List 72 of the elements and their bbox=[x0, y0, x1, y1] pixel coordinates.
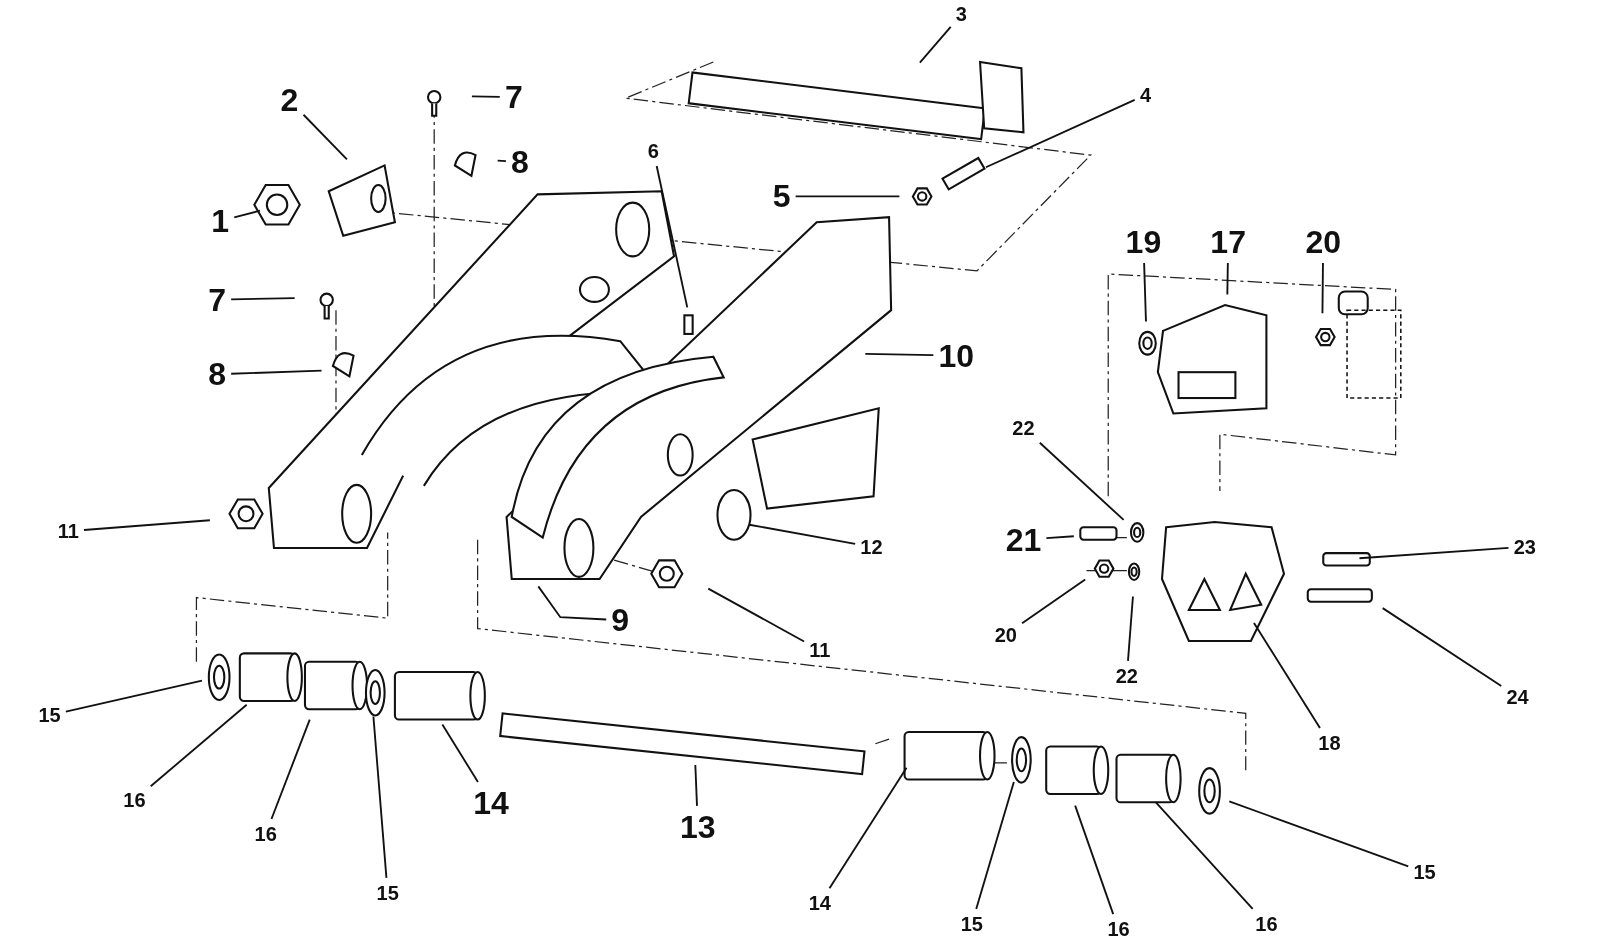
callout-number: 19 bbox=[1125, 225, 1162, 258]
leader-line bbox=[233, 209, 261, 219]
leader-line bbox=[1381, 607, 1503, 687]
leader-line bbox=[1321, 262, 1324, 315]
callout-number: 8 bbox=[208, 358, 226, 391]
leader-line bbox=[975, 781, 1015, 910]
leader-line bbox=[655, 165, 689, 309]
leader-line bbox=[372, 715, 388, 879]
leader-line bbox=[1143, 262, 1147, 323]
leader-line bbox=[828, 766, 908, 890]
callout-number: 12 bbox=[860, 536, 883, 557]
leader-line bbox=[1253, 622, 1321, 729]
leader-line bbox=[1228, 800, 1410, 868]
leader-line bbox=[985, 98, 1136, 169]
leader-line bbox=[496, 159, 507, 163]
callout-number: 23 bbox=[1513, 536, 1536, 557]
callout-number: 14 bbox=[473, 787, 509, 820]
callout-number: 8 bbox=[511, 146, 529, 179]
leader-line bbox=[918, 25, 952, 64]
leader-line bbox=[864, 352, 935, 357]
callout-number: 4 bbox=[1139, 84, 1151, 105]
callout-number: 13 bbox=[680, 810, 716, 843]
leader-line bbox=[471, 95, 501, 98]
leader-line bbox=[1074, 804, 1115, 916]
callout-number: 5 bbox=[772, 180, 791, 213]
callout-number: 1 bbox=[211, 205, 230, 238]
leader-line bbox=[1226, 262, 1229, 296]
callout-number: 17 bbox=[1210, 225, 1246, 258]
leader-line bbox=[302, 113, 348, 161]
callout-number: 21 bbox=[1005, 523, 1042, 556]
leader-line bbox=[270, 718, 311, 820]
leader-line bbox=[537, 585, 608, 621]
callout-number: 9 bbox=[611, 604, 630, 637]
leader-line bbox=[1154, 801, 1254, 910]
leader-line bbox=[1038, 441, 1125, 521]
callout-number: 6 bbox=[647, 140, 659, 161]
leader-line bbox=[1127, 595, 1134, 662]
leader-line bbox=[441, 723, 479, 783]
leader-line bbox=[748, 523, 857, 545]
leader-line bbox=[1021, 578, 1087, 625]
leader-line bbox=[707, 587, 805, 643]
callout-number: 11 bbox=[809, 640, 831, 661]
callout-number: 22 bbox=[1012, 417, 1035, 438]
callout-number: 20 bbox=[994, 624, 1017, 645]
callout-number: 7 bbox=[208, 283, 226, 316]
callout-number: 18 bbox=[1318, 733, 1341, 754]
leader-line bbox=[230, 297, 296, 301]
callout-number: 11 bbox=[57, 521, 79, 542]
callout-number: 2 bbox=[280, 84, 299, 117]
callout-number: 24 bbox=[1506, 686, 1529, 707]
callout-number: 16 bbox=[123, 790, 146, 810]
callout-number: 14 bbox=[808, 893, 831, 914]
leader-line bbox=[149, 703, 248, 788]
leader-line bbox=[83, 519, 211, 531]
callout-number: 22 bbox=[1115, 665, 1138, 686]
callout-number: 20 bbox=[1305, 225, 1342, 258]
callout-number: 15 bbox=[1413, 862, 1436, 883]
callout-number: 7 bbox=[504, 81, 523, 114]
callout-number: 16 bbox=[1107, 919, 1130, 940]
leader-line bbox=[64, 679, 203, 713]
callout-number: 15 bbox=[38, 705, 61, 726]
leader-line bbox=[230, 369, 323, 375]
leader-line bbox=[1358, 547, 1510, 560]
callout-number: 16 bbox=[1255, 914, 1278, 935]
callout-number: 15 bbox=[376, 883, 399, 904]
leader-line bbox=[694, 764, 698, 807]
callout-number: 10 bbox=[938, 339, 975, 372]
callout-number: 3 bbox=[955, 4, 967, 25]
callout-number: 16 bbox=[254, 824, 277, 845]
leader-line bbox=[794, 195, 901, 198]
leader-line bbox=[1045, 535, 1075, 540]
callout-number: 15 bbox=[960, 914, 983, 935]
